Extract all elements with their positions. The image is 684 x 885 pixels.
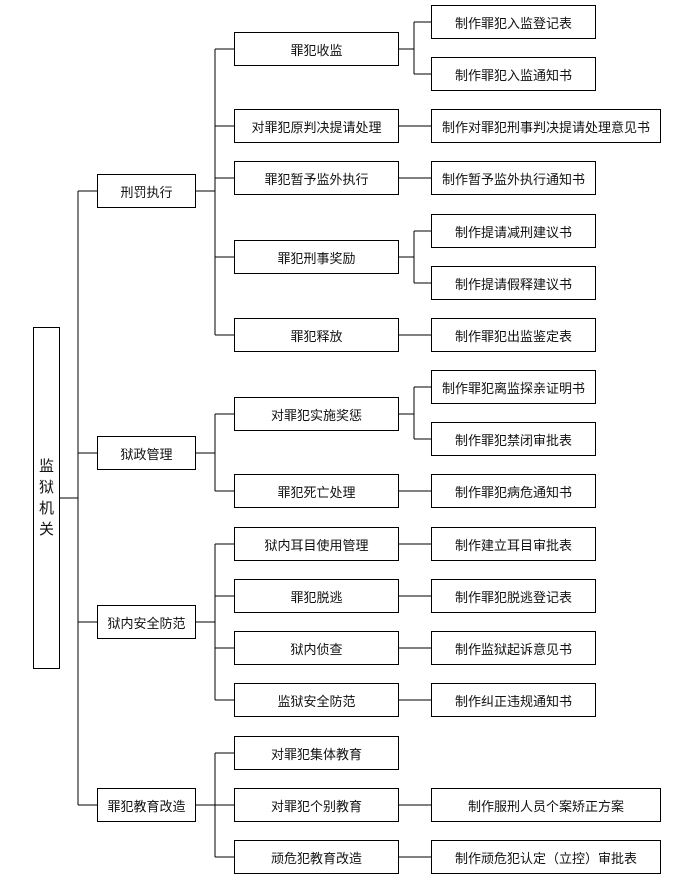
task-box: 对罪犯个别教育 bbox=[234, 788, 399, 822]
task-box: 狱内耳目使用管理 bbox=[234, 527, 399, 561]
root-node: 监狱机关 bbox=[33, 327, 60, 669]
document-box: 制作监狱起诉意见书 bbox=[431, 631, 596, 665]
task-box: 罪犯死亡处理 bbox=[234, 474, 399, 508]
document-box: 制作罪犯禁闭审批表 bbox=[431, 422, 596, 456]
document-box: 制作服刑人员个案矫正方案 bbox=[431, 788, 661, 822]
task-box: 罪犯脱逃 bbox=[234, 579, 399, 613]
task-box: 顽危犯教育改造 bbox=[234, 840, 399, 874]
document-box: 制作罪犯脱逃登记表 bbox=[431, 579, 596, 613]
document-box: 制作罪犯病危通知书 bbox=[431, 474, 596, 508]
task-box: 监狱安全防范 bbox=[234, 683, 399, 717]
document-box: 制作罪犯入监登记表 bbox=[431, 5, 596, 39]
category-box: 刑罚执行 bbox=[97, 174, 196, 208]
document-box: 制作暂予监外执行通知书 bbox=[431, 161, 596, 195]
root-char: 关 bbox=[38, 520, 54, 538]
document-box: 制作罪犯入监通知书 bbox=[431, 57, 596, 91]
document-box: 制作顽危犯认定（立控）审批表 bbox=[431, 840, 661, 874]
document-box: 制作建立耳目审批表 bbox=[431, 527, 596, 561]
document-box: 制作对罪犯刑事判决提请处理意见书 bbox=[431, 109, 661, 143]
document-box: 制作罪犯离监探亲证明书 bbox=[431, 370, 596, 404]
root-char: 监 bbox=[38, 457, 54, 475]
document-box: 制作提请减刑建议书 bbox=[431, 214, 596, 248]
root-char: 狱 bbox=[38, 478, 54, 496]
category-box: 狱政管理 bbox=[97, 436, 196, 470]
task-box: 对罪犯集体教育 bbox=[234, 736, 399, 770]
root-char: 机 bbox=[38, 499, 54, 517]
document-box: 制作纠正违规通知书 bbox=[431, 683, 596, 717]
task-box: 狱内侦查 bbox=[234, 631, 399, 665]
category-box: 罪犯教育改造 bbox=[97, 788, 196, 822]
document-box: 制作罪犯出监鉴定表 bbox=[431, 318, 596, 352]
document-box: 制作提请假释建议书 bbox=[431, 266, 596, 300]
task-box: 罪犯刑事奖励 bbox=[234, 240, 399, 274]
task-box: 罪犯释放 bbox=[234, 318, 399, 352]
task-box: 罪犯收监 bbox=[234, 32, 399, 66]
task-box: 对罪犯实施奖惩 bbox=[234, 397, 399, 431]
task-box: 罪犯暂予监外执行 bbox=[234, 161, 399, 195]
task-box: 对罪犯原判决提请处理 bbox=[234, 109, 399, 143]
category-box: 狱内安全防范 bbox=[97, 605, 196, 639]
